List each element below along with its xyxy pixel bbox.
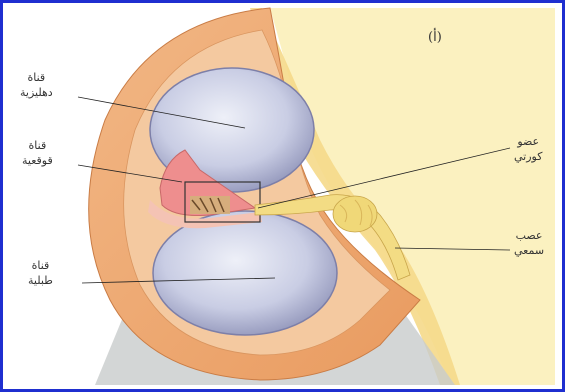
- label-line: قوقعية: [22, 153, 53, 168]
- label-line: كورتي: [514, 149, 542, 164]
- label-line: قناة: [28, 258, 53, 273]
- label-organ-of-corti: عضو كورتي: [514, 134, 542, 164]
- label-line: سمعي: [514, 243, 544, 258]
- label-auditory-nerve: عصب سمعي: [514, 228, 544, 258]
- label-line: طبلية: [28, 273, 53, 288]
- label-line: عضو: [514, 134, 542, 149]
- label-tympanic-duct: قناة طبلية: [28, 258, 53, 288]
- label-line: دهليزية: [20, 85, 53, 100]
- label-line: قناة: [20, 70, 53, 85]
- label-line: قناة: [22, 138, 53, 153]
- panel-letter: (أ): [428, 30, 442, 45]
- label-cochlear-duct: قناة قوقعية: [22, 138, 53, 168]
- label-line: عصب: [514, 228, 544, 243]
- label-vestibular-duct: قناة دهليزية: [20, 70, 53, 100]
- tympanic-duct-cavity: [153, 211, 337, 335]
